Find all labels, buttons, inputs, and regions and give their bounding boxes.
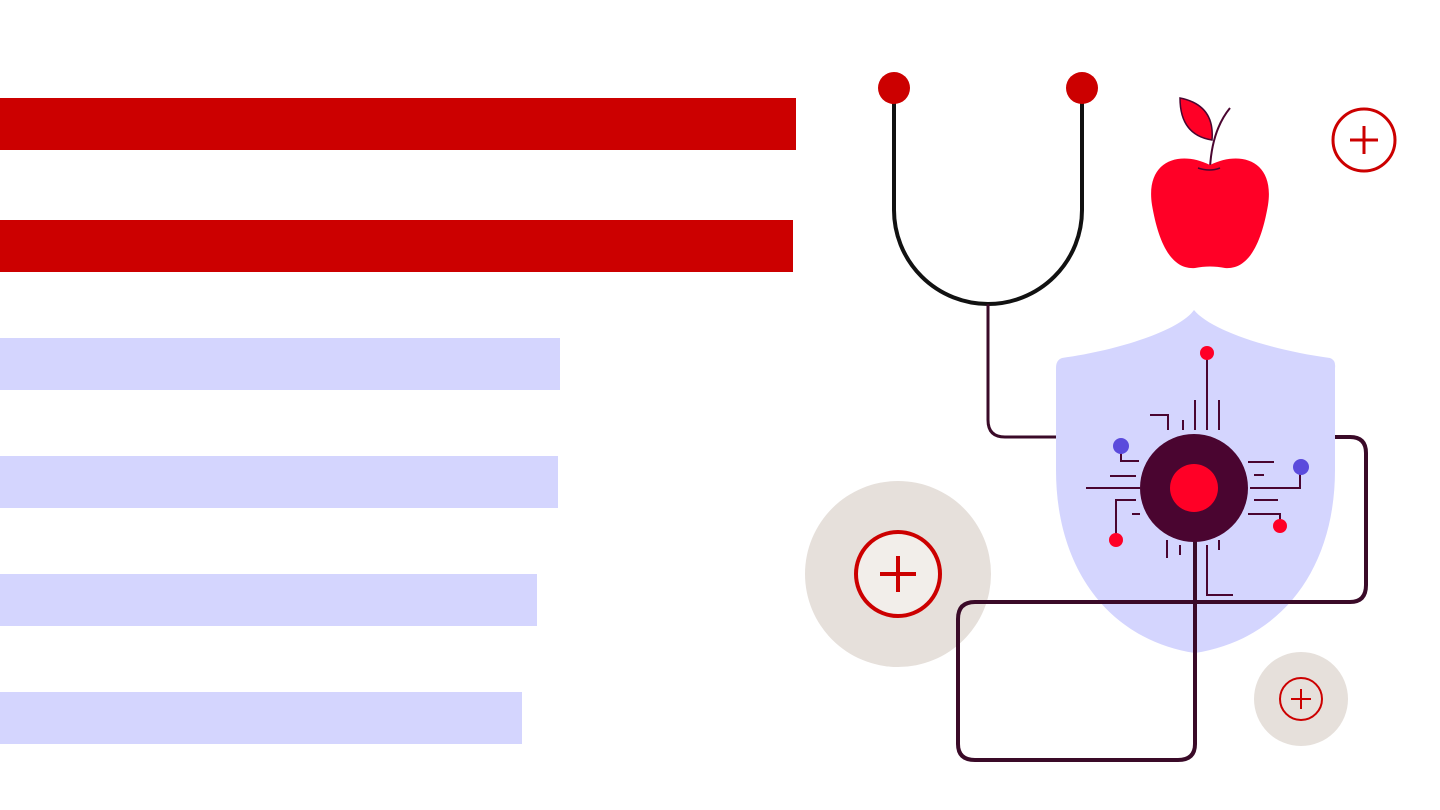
circuit-icon [1086,355,1301,596]
stethoscope-icon [878,72,1368,762]
apple-icon [1151,97,1269,269]
secondary-bar-3 [0,574,537,626]
plus-circle-icon [1331,107,1397,173]
secondary-bar-2 [0,456,558,508]
plus-badge-icon-small [1254,652,1348,746]
plus-badge-icon-large [805,481,991,667]
primary-bar-1 [0,98,796,150]
secondary-bar-4 [0,692,522,744]
secondary-bar-1 [0,338,560,390]
primary-bar-2 [0,220,793,272]
